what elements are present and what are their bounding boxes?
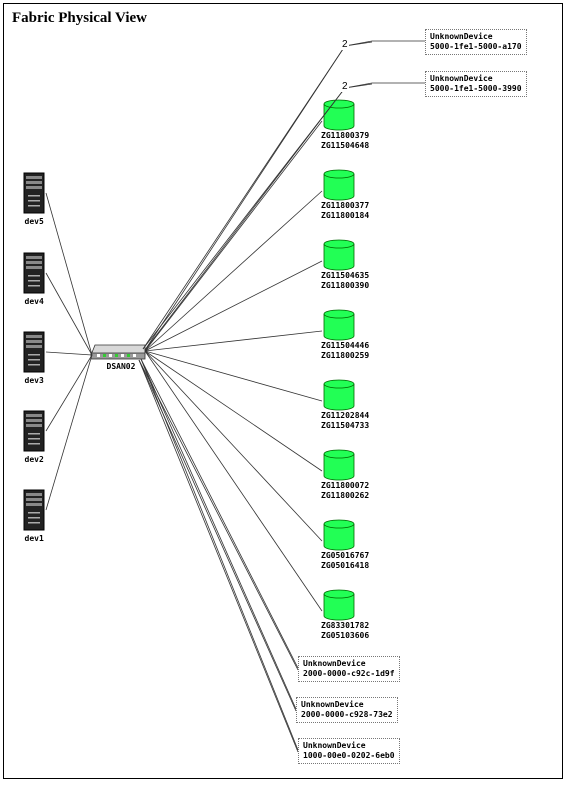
switch-label: DSAN02: [106, 362, 136, 371]
storage-cylinder-icon[interactable]: [323, 379, 355, 411]
host-label: dev4: [24, 297, 44, 306]
host-link-wire: [45, 354, 93, 511]
storage-label-secondary: ZG05016418: [321, 561, 370, 570]
storage-cylinder-icon[interactable]: [323, 309, 355, 341]
storage-label-secondary: ZG11504648: [321, 141, 370, 150]
storage-label-primary: ZG11800072: [321, 481, 370, 490]
storage-label-secondary: ZG11800184: [321, 211, 370, 220]
storage-label-primary: ZG11504446: [321, 341, 370, 350]
storage-label-primary: ZG11504635: [321, 271, 370, 280]
storage-link-wire: [144, 190, 323, 352]
storage-label-secondary: ZG11800262: [321, 491, 370, 500]
trunk-link-wire: [142, 40, 425, 350]
unknown-device-name: UnknownDevice: [430, 74, 493, 83]
host-label: dev1: [24, 534, 44, 543]
device-link-wire: [140, 358, 297, 710]
host-link-wire: [45, 272, 93, 356]
unknown-device-name: UnknownDevice: [430, 32, 493, 41]
storage-label-primary: ZG83301782: [321, 621, 370, 630]
server-tower-icon[interactable]: [23, 252, 45, 294]
unknown-device-wwn: 5000-1fe1-5000-3990: [430, 84, 522, 93]
link-count-badge: 2: [341, 81, 349, 92]
unknown-device-wwn: 1000-00e0-0202-6eb0: [303, 751, 395, 760]
link-count-badge: 2: [341, 39, 349, 50]
storage-link-wire: [144, 350, 323, 472]
storage-link-wire: [144, 120, 323, 352]
storage-label-secondary: ZG11800259: [321, 351, 370, 360]
storage-label-primary: ZG05016767: [321, 551, 370, 560]
storage-cylinder-icon[interactable]: [323, 99, 355, 131]
storage-cylinder-icon[interactable]: [323, 169, 355, 201]
unknown-device-name: UnknownDevice: [303, 741, 366, 750]
host-link-wire: [45, 354, 93, 432]
storage-link-wire: [144, 350, 323, 402]
storage-label-primary: ZG11800377: [321, 201, 370, 210]
storage-link-wire: [144, 260, 323, 352]
storage-cylinder-icon[interactable]: [323, 589, 355, 621]
device-link-wire: [138, 359, 299, 753]
host-label: dev3: [24, 376, 44, 385]
device-link-wire: [140, 358, 299, 669]
storage-cylinder-icon[interactable]: [323, 239, 355, 271]
host-link-wire: [45, 351, 93, 356]
unknown-device-wwn: 5000-1fe1-5000-a170: [430, 42, 522, 51]
storage-label-secondary: ZG05103606: [321, 631, 370, 640]
switch-node[interactable]: [90, 344, 146, 360]
storage-label-primary: ZG11800379: [321, 131, 370, 140]
server-tower-icon[interactable]: [23, 331, 45, 373]
storage-link-wire: [144, 350, 323, 612]
unknown-device-name: UnknownDevice: [303, 659, 366, 668]
trunk-link-wire: [142, 82, 425, 350]
fabric-view-frame: [3, 3, 563, 779]
server-tower-icon[interactable]: [23, 489, 45, 531]
storage-link-wire: [144, 350, 323, 542]
host-label: dev2: [24, 455, 44, 464]
device-link-wire: [138, 359, 299, 671]
server-tower-icon[interactable]: [23, 172, 45, 214]
storage-cylinder-icon[interactable]: [323, 449, 355, 481]
unknown-device-name: UnknownDevice: [301, 700, 364, 709]
device-link-wire: [140, 358, 299, 751]
storage-label-secondary: ZG11800390: [321, 281, 370, 290]
host-label: dev5: [24, 217, 44, 226]
unknown-device-wwn: 2000-0000-c92c-1d9f: [303, 669, 395, 678]
storage-label-primary: ZG11202844: [321, 411, 370, 420]
server-tower-icon[interactable]: [23, 410, 45, 452]
storage-cylinder-icon[interactable]: [323, 519, 355, 551]
storage-link-wire: [144, 330, 323, 352]
unknown-device-wwn: 2000-0000-c928-73e2: [301, 710, 393, 719]
host-link-wire: [45, 192, 93, 356]
page-title: Fabric Physical View: [12, 10, 147, 26]
storage-label-secondary: ZG11504733: [321, 421, 370, 430]
